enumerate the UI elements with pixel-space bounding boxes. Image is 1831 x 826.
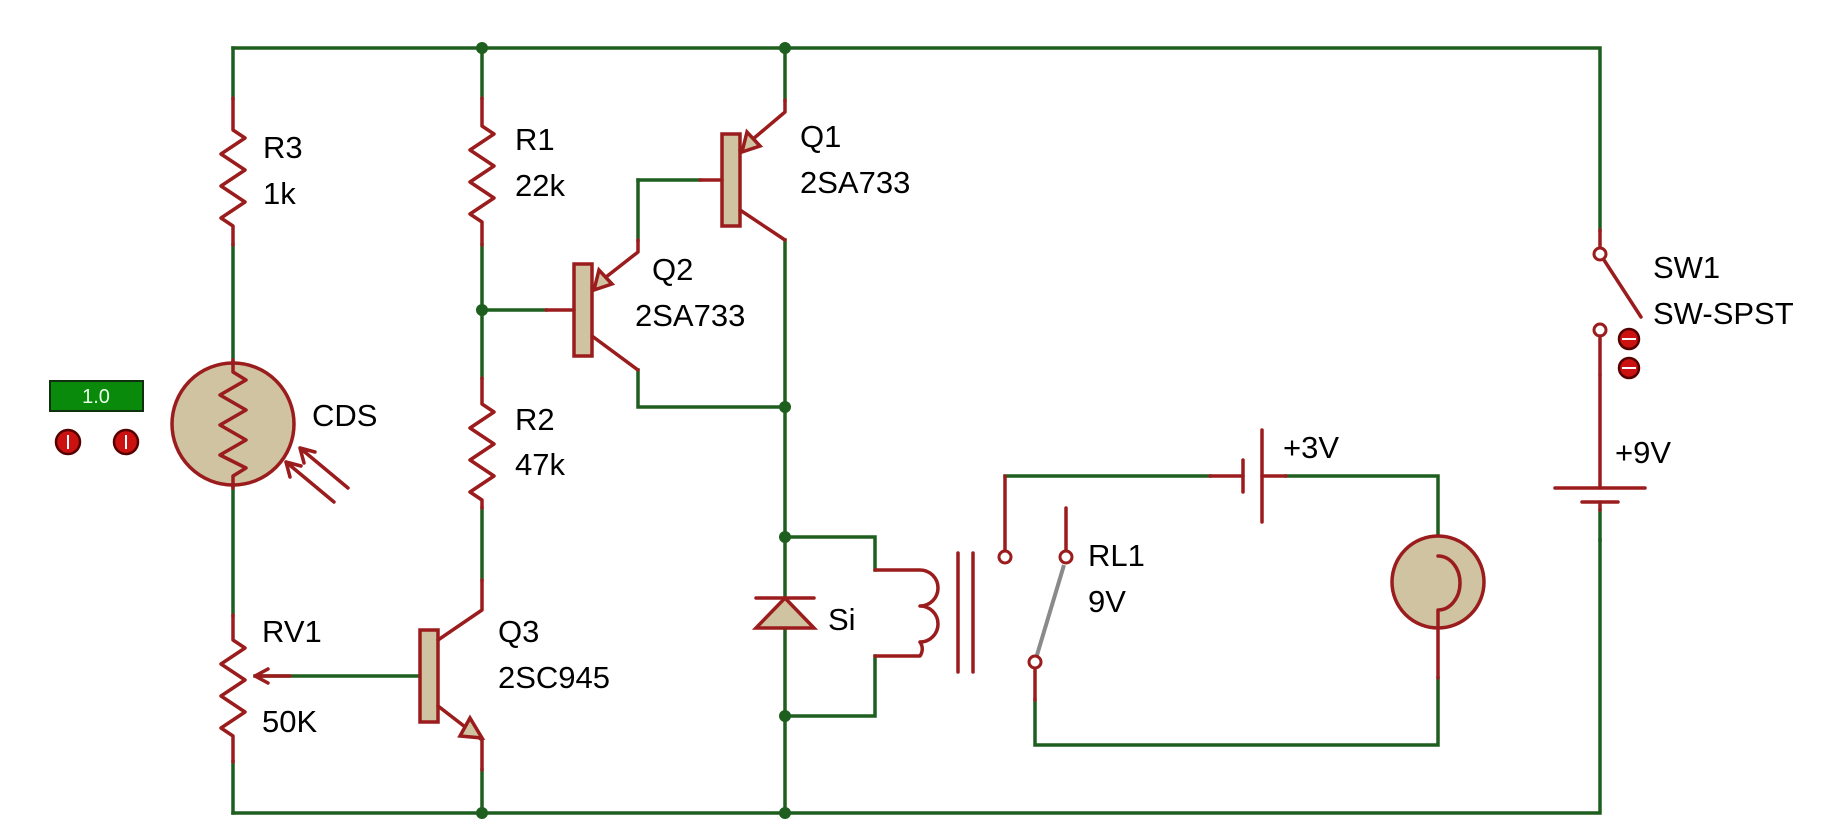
junction-dot bbox=[779, 401, 791, 413]
resistor-r1-symbol bbox=[468, 96, 496, 247]
transistor-q3-emitter-lead bbox=[436, 704, 484, 772]
bottom-rail-wire bbox=[231, 538, 1602, 815]
rv1-ref-label: RV1 bbox=[262, 614, 322, 649]
probe-display bbox=[49, 380, 144, 412]
transistor-q2-emitter-lead bbox=[590, 238, 640, 290]
transistor-q1[interactable]: Q1 2SA733 bbox=[698, 98, 910, 242]
coil-top-wire bbox=[783, 535, 877, 572]
switch-contact-top bbox=[1592, 246, 1608, 262]
resistor-r2-symbol bbox=[468, 376, 496, 510]
transistor-q1-base-bar bbox=[720, 132, 742, 228]
q2-value-label: 2SA733 bbox=[635, 298, 745, 333]
lamp-return-wire bbox=[1033, 676, 1440, 747]
relay-rl1[interactable]: RL1 9V bbox=[873, 474, 1145, 702]
q2-collector-wire bbox=[636, 368, 787, 409]
q3-value-label: 2SC945 bbox=[498, 660, 610, 695]
junction-dot bbox=[476, 304, 488, 316]
wires bbox=[231, 46, 1602, 815]
relay-coil-symbol bbox=[873, 568, 940, 658]
rl1-value-label: 9V bbox=[1088, 584, 1126, 619]
r3-value-label: 1k bbox=[263, 176, 296, 211]
relay-contact-no bbox=[997, 549, 1013, 565]
transistor-q1-emitter-lead bbox=[738, 98, 787, 152]
resistor-r3-symbol bbox=[219, 96, 247, 247]
wiper-arrow-icon bbox=[253, 667, 292, 685]
r3-ref-label: R3 bbox=[263, 130, 303, 165]
diode-si[interactable]: Si bbox=[751, 595, 856, 637]
battery-3v[interactable]: +3V bbox=[1208, 428, 1339, 524]
resistor-r2[interactable]: R2 47k bbox=[468, 376, 565, 510]
potentiometer-rv1-symbol bbox=[219, 613, 247, 764]
transistor-q1-collector-lead bbox=[738, 208, 787, 242]
q1-ref-label: Q1 bbox=[800, 119, 841, 154]
diode-si-triangle bbox=[751, 595, 819, 630]
battery-3v-label: +3V bbox=[1283, 430, 1339, 465]
top-rail-wire bbox=[231, 46, 1602, 232]
ldr-cds-resistor-symbol bbox=[218, 358, 248, 490]
junctions bbox=[476, 42, 791, 819]
battery-9v-label: +9V bbox=[1615, 435, 1671, 470]
rl1-ref-label: RL1 bbox=[1088, 538, 1145, 573]
coil-bottom-wire bbox=[783, 654, 877, 718]
transistor-q1-arrow-icon bbox=[739, 128, 764, 155]
sw1-value-label: SW-SPST bbox=[1653, 296, 1794, 331]
junction-dot bbox=[779, 710, 791, 722]
lamp-filament bbox=[1436, 554, 1462, 630]
q2-ref-label: Q2 bbox=[652, 252, 693, 287]
relay-contact-nc bbox=[1058, 549, 1074, 565]
ldr-cds[interactable]: CDS bbox=[170, 358, 377, 504]
junction-dot bbox=[476, 807, 488, 819]
junction-dot bbox=[779, 807, 791, 819]
relay-switch-arm bbox=[1035, 564, 1066, 656]
transistor-q2-collector-lead bbox=[590, 334, 640, 372]
switch-lever bbox=[1602, 258, 1643, 319]
resistor-r1[interactable]: R1 22k bbox=[468, 96, 565, 247]
junction-dot bbox=[779, 42, 791, 54]
voltage-probe[interactable]: 1.0 bbox=[49, 380, 144, 456]
switch-sw1[interactable]: SW1 SW-SPST bbox=[1592, 228, 1794, 380]
transistor-q3[interactable]: Q3 2SC945 bbox=[418, 578, 610, 772]
transistor-q2-base-bar bbox=[572, 262, 594, 358]
r1-ref-label: R1 bbox=[515, 122, 555, 157]
transistor-q2[interactable]: Q2 2SA733 bbox=[544, 238, 745, 372]
rv1-value-label: 50K bbox=[262, 704, 317, 739]
light-arrow-icon bbox=[298, 446, 350, 490]
diode-si-label: Si bbox=[828, 602, 856, 637]
q3-ref-label: Q3 bbox=[498, 614, 539, 649]
r1-value-label: 22k bbox=[515, 168, 565, 203]
ldr-cds-body bbox=[170, 361, 296, 487]
transistor-q2-arrow-icon bbox=[591, 266, 616, 293]
potentiometer-rv1[interactable]: RV1 50K bbox=[219, 613, 322, 764]
junction-dot bbox=[779, 531, 791, 543]
cds-ref-label: CDS bbox=[312, 398, 377, 433]
lamp-battery-wire bbox=[1284, 474, 1440, 540]
lamp[interactable] bbox=[1390, 534, 1486, 680]
probe-value: 1.0 bbox=[82, 386, 110, 408]
transistor-q3-collector-lead bbox=[436, 578, 484, 642]
junction-dot bbox=[476, 42, 488, 54]
relay-contact-common bbox=[1027, 654, 1043, 670]
r2-value-label: 47k bbox=[515, 447, 565, 482]
light-arrow-icon bbox=[284, 460, 336, 504]
r2-ref-label: R2 bbox=[515, 402, 555, 437]
resistor-r3[interactable]: R3 1k bbox=[219, 96, 303, 247]
switch-contact-bottom bbox=[1592, 322, 1608, 338]
q1-value-label: 2SA733 bbox=[800, 165, 910, 200]
transistor-q3-base-bar bbox=[418, 628, 440, 724]
sw1-ref-label: SW1 bbox=[1653, 250, 1720, 285]
battery-9v[interactable]: +9V bbox=[1553, 373, 1671, 512]
transistor-q3-arrow-icon bbox=[457, 714, 486, 741]
